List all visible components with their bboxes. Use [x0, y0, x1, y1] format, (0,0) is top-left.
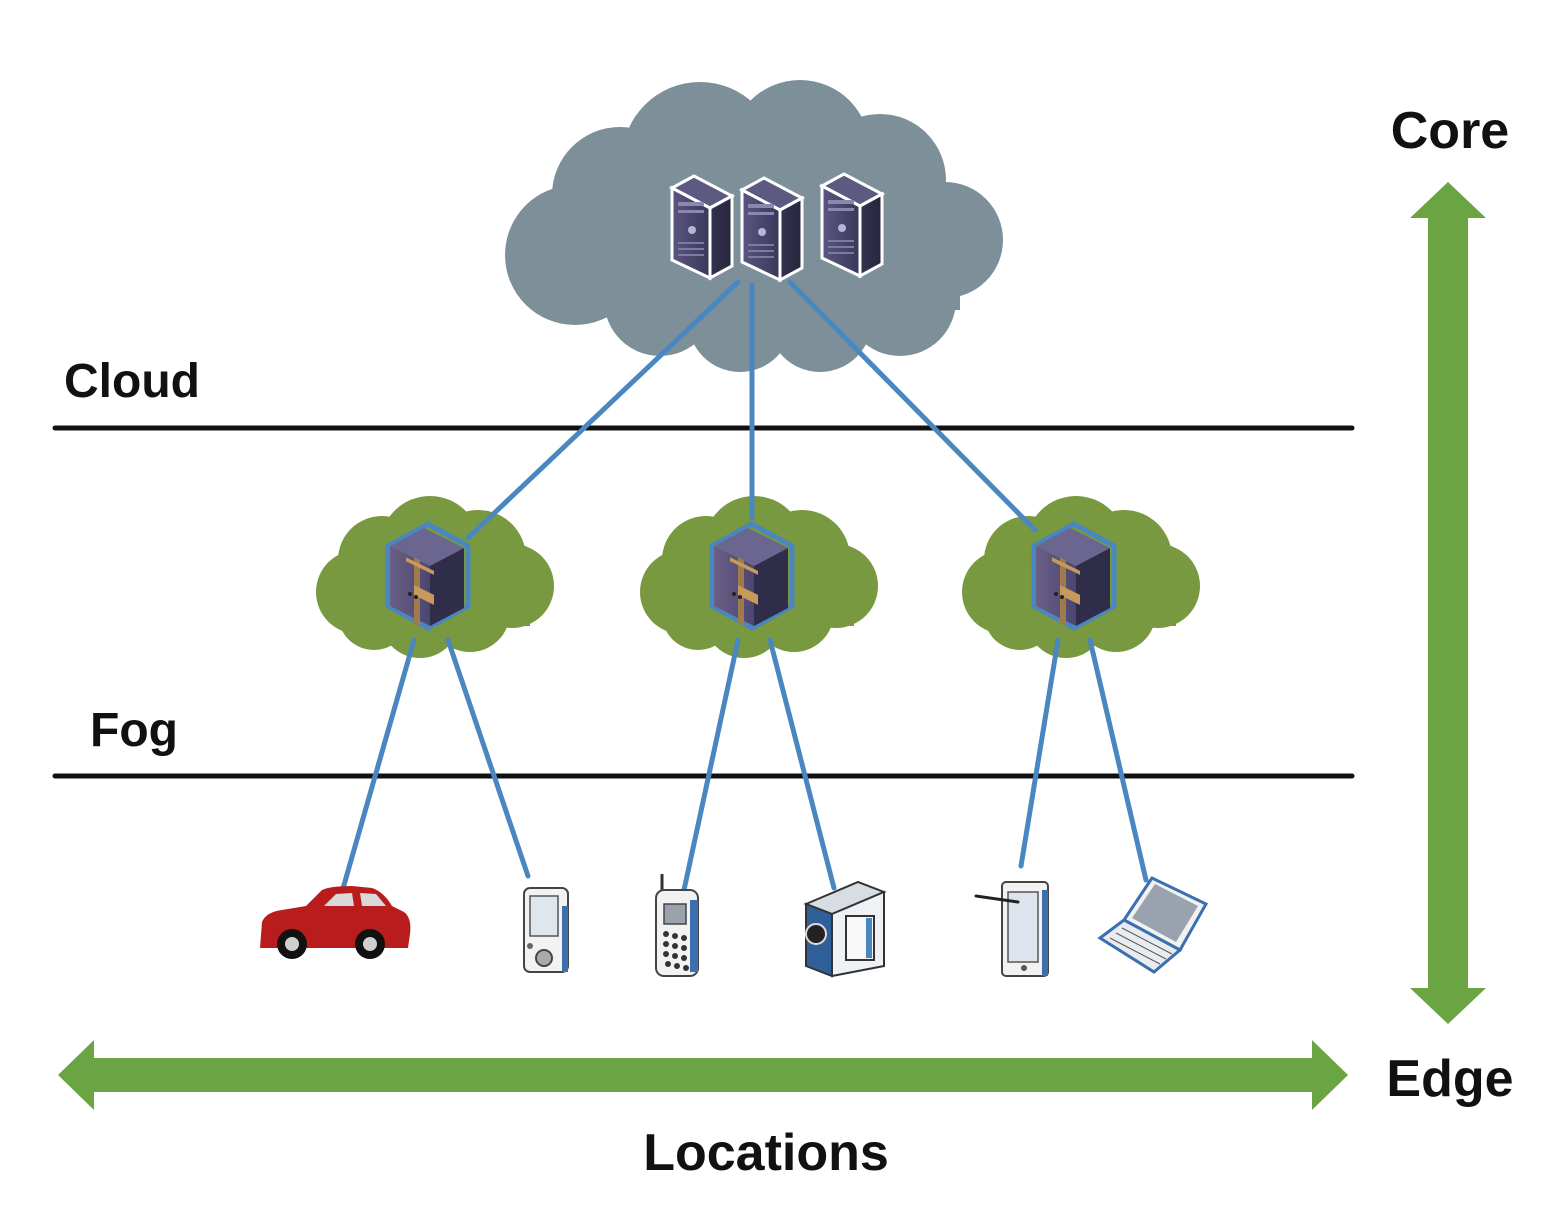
core-label: Core — [1391, 102, 1509, 160]
server-icon — [670, 174, 734, 280]
server-icon — [740, 176, 804, 282]
tablet-icon — [974, 881, 1049, 977]
link-cloud-fog-1 — [465, 279, 741, 541]
locations-label: Locations — [643, 1124, 889, 1182]
link-fog1-car — [339, 637, 417, 895]
link-fog3-laptop — [1087, 637, 1149, 883]
link-fog2-camera — [767, 637, 837, 891]
link-cloud-fog-3 — [787, 279, 1038, 533]
car-icon — [260, 886, 411, 959]
video-camera-icon — [803, 880, 887, 978]
link-fog2-phone — [681, 637, 741, 893]
cloud-label: Cloud — [64, 355, 200, 408]
server-icon — [820, 172, 884, 278]
mobile-phone-icon — [655, 874, 699, 977]
edge-label: Edge — [1386, 1050, 1513, 1108]
fog-label: Fog — [90, 704, 178, 757]
core-edge-arrow — [1410, 182, 1486, 1024]
locations-arrow — [58, 1040, 1348, 1110]
fog-server-icon — [712, 524, 792, 628]
link-fog3-tablet — [1018, 637, 1061, 869]
fog-server-icon — [1034, 524, 1114, 628]
pda-icon — [523, 887, 569, 973]
laptop-icon — [1097, 876, 1209, 974]
link-fog1-pda — [445, 637, 531, 879]
fog-server-icon — [388, 524, 468, 628]
